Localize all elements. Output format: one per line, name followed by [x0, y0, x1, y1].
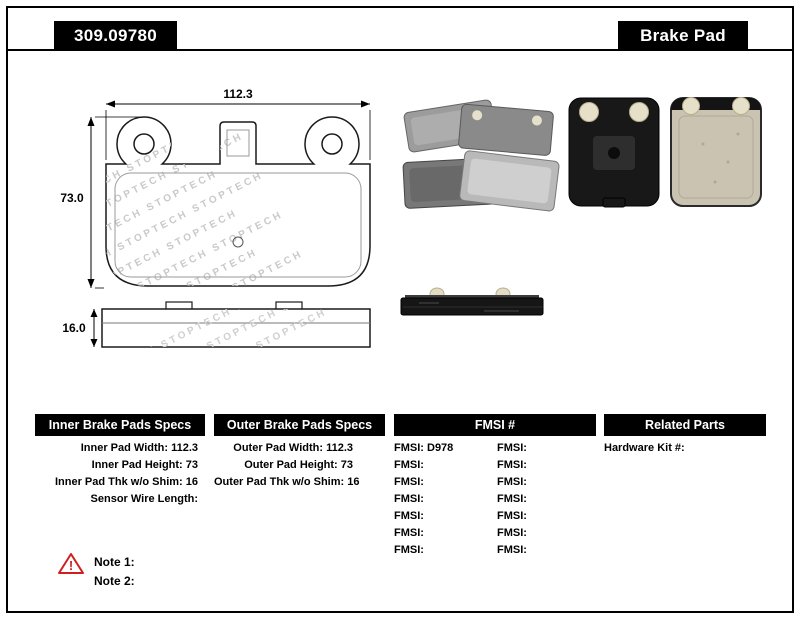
related-parts-header: Related Parts [604, 414, 766, 436]
outer-specs-header: Outer Brake Pads Specs [214, 414, 385, 436]
spec-row: Inner Pad Thk w/o Shim: 16 [54, 476, 198, 488]
product-photo-pad-pair [568, 97, 762, 208]
pad-friction-view [670, 97, 762, 207]
fmsi-left-column: FMSI: D978 FMSI: FMSI: FMSI: FMSI: FMSI:… [394, 440, 453, 559]
fmsi-row: FMSI: [394, 493, 424, 505]
fmsi-header: FMSI # [394, 414, 596, 436]
product-photo-pad-edge [400, 287, 544, 316]
width-dimension: 112.3 [105, 87, 371, 160]
inner-specs-rows: Inner Pad Width: 112.3 Inner Pad Height:… [35, 440, 198, 508]
spec-row: Inner Pad Height: 73 [91, 459, 198, 471]
height-dimension: 73.0 [60, 116, 140, 289]
part-number: 309.09780 [54, 21, 177, 50]
fmsi-row: FMSI: [394, 544, 424, 556]
right-guide-hole [321, 133, 343, 155]
side-view-pad: STOPTECH STOPTECH STOPTECH STOPTECH STOP… [101, 301, 371, 348]
warning-triangle-icon: ! [58, 553, 84, 574]
rubber-damper [579, 102, 599, 122]
fmsi-row: FMSI: [497, 459, 527, 471]
spec-row: Outer Pad Height: 73 [244, 459, 353, 471]
note-2-label: Note 2: [94, 574, 135, 588]
fmsi-right-column: FMSI: FMSI: FMSI: FMSI: FMSI: FMSI: FMSI… [497, 440, 527, 559]
fmsi-row: FMSI: [497, 510, 527, 522]
rubber-damper [629, 102, 649, 122]
outer-specs-rows: Outer Pad Width: 112.3 Outer Pad Height:… [214, 440, 360, 491]
fmsi-row: FMSI: [497, 527, 527, 539]
fmsi-row: FMSI: [497, 493, 527, 505]
thickness-dimension: 16.0 [62, 309, 98, 347]
height-dim-label: 73.0 [60, 191, 84, 205]
product-photo-pad-set [402, 99, 560, 212]
spec-row: Outer Pad Width: 112.3 [233, 442, 353, 454]
width-dim-label: 112.3 [223, 87, 253, 101]
rubber-damper [682, 97, 700, 115]
product-type-title: Brake Pad [618, 21, 748, 50]
fmsi-row: FMSI: D978 [394, 442, 454, 454]
note-1-label: Note 1: [94, 555, 135, 569]
technical-drawing: 112.3 73.0 STOPTECH STOPTECH STOPTECH ST… [60, 87, 371, 348]
header-divider [8, 49, 792, 51]
spec-row: Sensor Wire Length: [90, 493, 198, 505]
fmsi-row: FMSI: [394, 527, 424, 539]
fmsi-row: FMSI: [394, 510, 424, 522]
left-guide-hole [133, 133, 155, 155]
svg-text:!: ! [69, 558, 73, 573]
inner-specs-header: Inner Brake Pads Specs [35, 414, 205, 436]
fmsi-row: FMSI: [394, 459, 424, 471]
pad-back-view [568, 97, 660, 208]
related-parts-rows: Hardware Kit #: [604, 440, 685, 457]
spec-row: Inner Pad Width: 112.3 [80, 442, 198, 454]
rubber-damper [732, 97, 750, 115]
spec-row: Outer Pad Thk w/o Shim: 16 [214, 476, 360, 488]
front-view-plate: STOPTECH STOPTECH STOPTECH STOPTECH STOP… [105, 116, 371, 287]
fmsi-row: FMSI: [497, 476, 527, 488]
spec-row: Hardware Kit #: [604, 442, 685, 454]
fmsi-row: FMSI: [394, 476, 424, 488]
thickness-dim-label: 16.0 [62, 321, 86, 335]
fmsi-row: FMSI: [497, 442, 527, 454]
fmsi-row: FMSI: [497, 544, 527, 556]
